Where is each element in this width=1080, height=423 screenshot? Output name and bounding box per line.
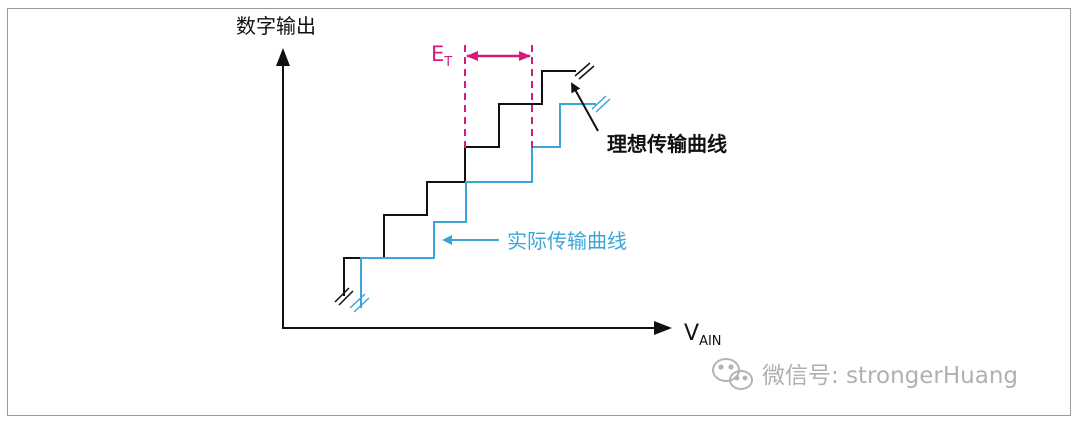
error-label-sub: T	[443, 55, 452, 70]
ideal-curve-pointer-arrow	[571, 82, 599, 132]
actual-transfer-curve	[360, 103, 596, 308]
x-axis-label-main: V	[684, 321, 699, 346]
wechat-icon	[712, 358, 753, 390]
ideal-transfer-curve	[343, 70, 576, 296]
ideal-curve-end-mark	[578, 65, 595, 80]
actual-curve-label: 实际传输曲线	[507, 229, 627, 253]
ideal-curve-break-mark	[334, 287, 350, 303]
ideal-curve-end-mark	[574, 62, 591, 77]
actual-curve-break-mark	[353, 297, 370, 313]
ideal-curve-label: 理想传输曲线	[607, 132, 727, 156]
actual-curve-end-mark	[595, 98, 611, 113]
y-axis-label: 数字输出	[236, 14, 316, 38]
actual-curve-end-mark	[591, 95, 607, 110]
actual-curve-break-mark	[349, 293, 366, 309]
figure-frame	[7, 8, 1071, 416]
error-label: ET	[431, 42, 452, 70]
axis-arrow-right-icon	[654, 321, 672, 335]
ideal-curve-break-mark	[338, 290, 354, 306]
axis-arrow-up-icon	[276, 48, 290, 66]
x-axis-label: VAIN	[684, 321, 722, 349]
error-label-main: E	[431, 42, 444, 66]
x-axis-label-sub: AIN	[699, 334, 721, 349]
watermark-text: 微信号: strongerHuang	[762, 363, 1018, 389]
